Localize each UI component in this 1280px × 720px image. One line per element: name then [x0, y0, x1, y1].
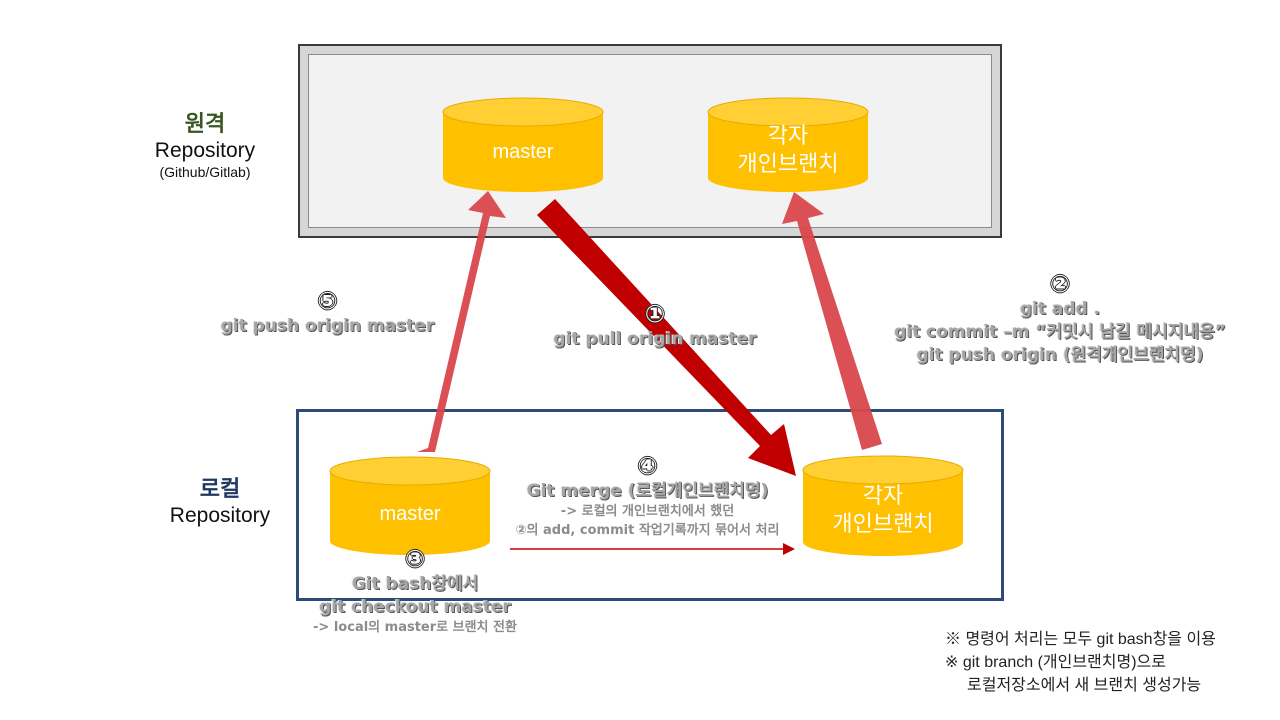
step-2-command-add: git add . [1019, 299, 1101, 319]
remote-repository-title: 원격 Repository (Github/Gitlab) [140, 112, 270, 180]
step-3-command-2: git checkout master [319, 596, 511, 617]
remote-repo-subtitle: (Github/Gitlab) [159, 163, 251, 180]
step-3-number: ③ [404, 545, 426, 573]
local-repository-title: 로컬 Repository [155, 477, 285, 529]
step-2-label: ② git add . git commit –m “커밋시 남길 메시지내용”… [855, 270, 1265, 367]
footer-note-1: ※ 명령어 처리는 모두 git bash창을 이용 [945, 631, 1216, 648]
step-1-label: ① git pull origin master [535, 300, 775, 351]
local-branch-line-1: 각자 [862, 483, 904, 508]
step-2-command-commit: git commit –m “커밋시 남길 메시지내용” [894, 321, 1226, 342]
remote-title: 원격 [184, 112, 226, 137]
local-title: 로컬 [199, 477, 241, 502]
remote-branch-line-2: 개인브랜치 [737, 150, 839, 176]
local-branch-label: 각자 개인브랜치 [803, 456, 963, 556]
step-4-number: ④ [637, 452, 658, 480]
step-5-number: ⑤ [317, 287, 338, 315]
step-4-note-1: -> 로컬의 개인브랜치에서 했던 [560, 503, 735, 519]
step-3-command-1: Git bash창에서 [351, 574, 479, 594]
remote-master-label: master [443, 98, 603, 192]
remote-repo-label: Repository [154, 139, 256, 163]
remote-branch-label: 각자 개인브랜치 [708, 98, 868, 192]
step-1-number: ① [644, 300, 666, 328]
local-master-text: master [379, 503, 441, 525]
step-1-command: git pull origin master [553, 329, 757, 349]
step-3-note: -> local의 master로 브랜치 전환 [313, 619, 517, 635]
arrow-push-branch [782, 192, 882, 450]
footer-note-2: ※ git branch (개인브랜치명)으로 [945, 654, 1166, 672]
step-5-label: ⑤ git push origin master [200, 287, 455, 338]
remote-repository-box [298, 44, 1002, 238]
step-3-label: ③ Git bash창에서 git checkout master -> loc… [285, 545, 545, 638]
remote-branch-line-1: 각자 [767, 123, 809, 148]
cylinder-remote-master [442, 97, 604, 192]
local-branch-text: 각자 개인브랜치 [803, 482, 963, 537]
arrow-push-master [417, 191, 506, 452]
step-4-command: Git merge (로컬개인브랜치명) [526, 481, 769, 501]
cylinder-remote-branch [707, 97, 869, 192]
step-5-command: git push origin master [220, 316, 435, 336]
local-repo-label: Repository [169, 504, 271, 528]
footer-notes: ※ 명령어 처리는 모두 git bash창을 이용 ※ git branch … [945, 628, 1275, 698]
local-branch-line-2: 개인브랜치 [832, 510, 934, 536]
arrow-pull-master [537, 199, 796, 476]
step-2-number: ② [1049, 270, 1071, 298]
cylinder-local-branch [802, 455, 964, 556]
remote-branch-text: 각자 개인브랜치 [708, 122, 868, 177]
footer-note-3: 로컬저장소에서 새 브랜치 생성가능 [967, 677, 1202, 695]
step-4-label: ④ Git merge (로컬개인브랜치명) -> 로컬의 개인브랜치에서 했던… [480, 452, 815, 541]
cylinder-local-master [329, 456, 491, 555]
local-master-label: master [330, 457, 490, 555]
local-repository-box [296, 409, 1004, 601]
step-2-command-push: git push origin (원격개인브랜치명) [916, 344, 1204, 365]
step-4-note-2: ②의 add, commit 작업기록까지 묶어서 처리 [515, 522, 780, 538]
remote-master-text: master [492, 141, 554, 163]
